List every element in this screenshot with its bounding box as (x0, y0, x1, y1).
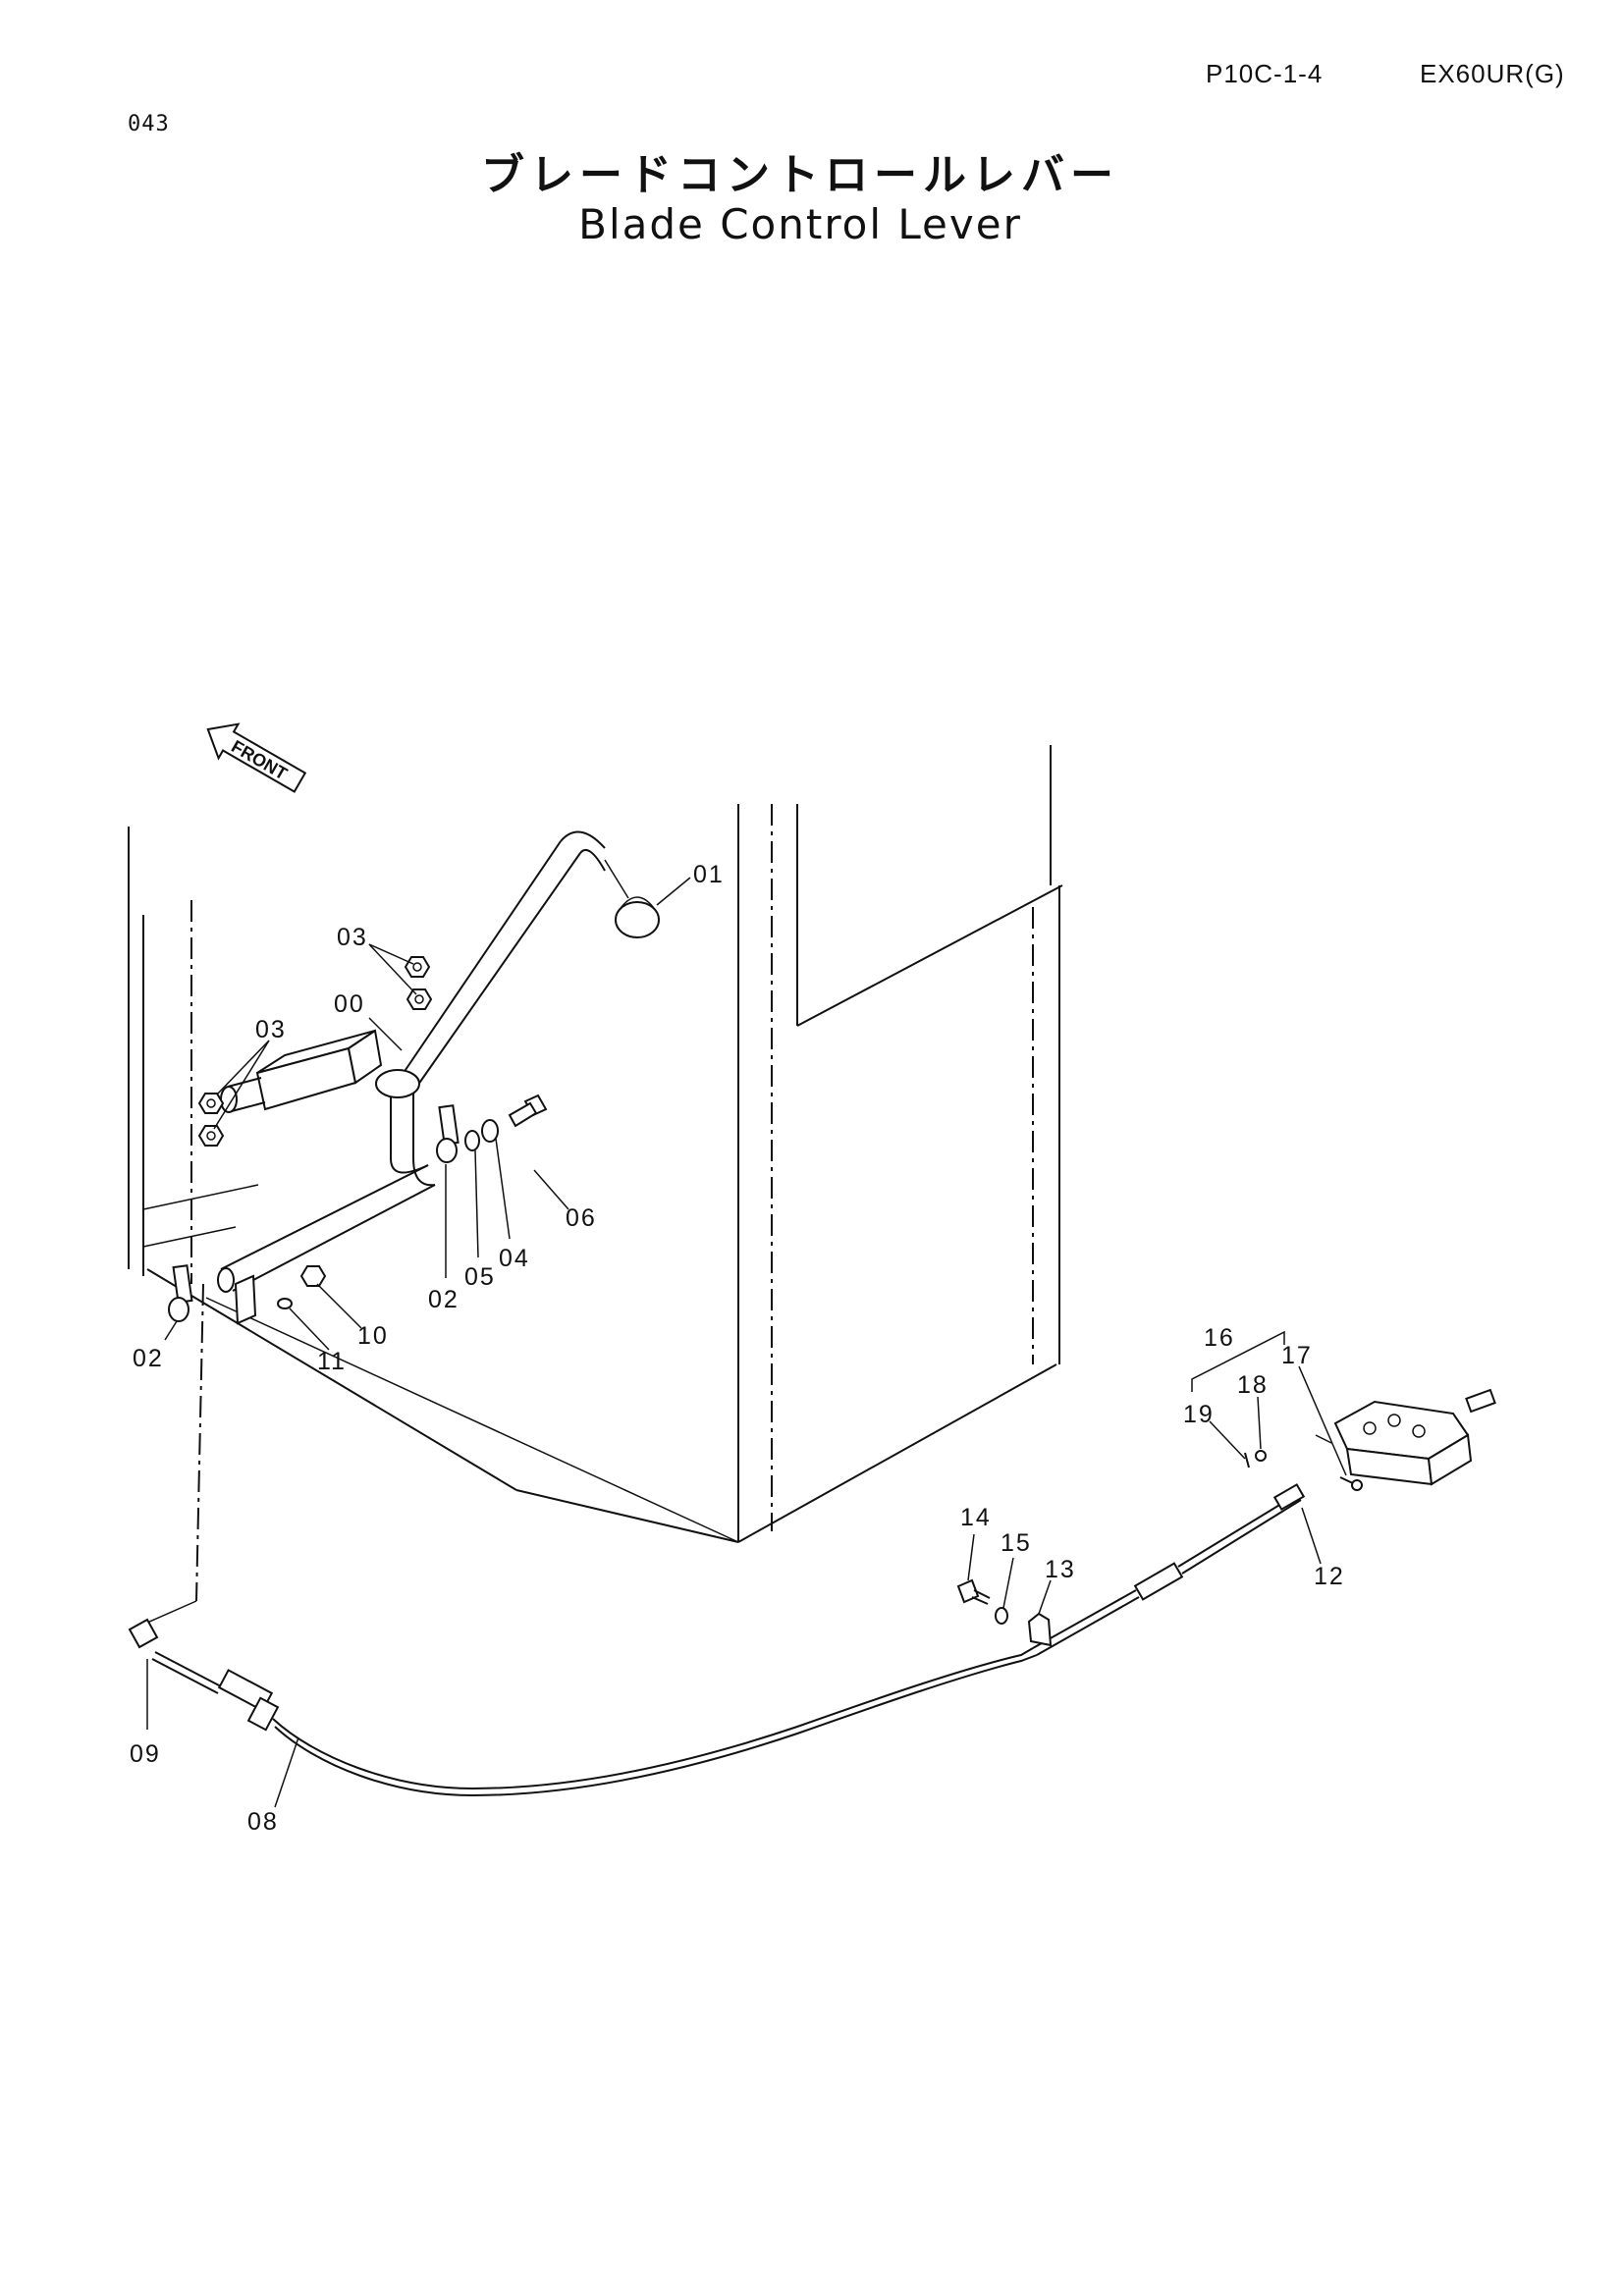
leader-lines (146, 877, 1347, 1808)
lever-rod (217, 830, 629, 1293)
title-japanese: ブレードコントロールレバー (481, 150, 1119, 200)
control-valve (1315, 1388, 1496, 1486)
callout-00: 00 (334, 990, 365, 1018)
drawing-code: P10C-1-4 (1206, 59, 1324, 88)
callout-13: 13 (1045, 1556, 1076, 1583)
callout-05: 05 (464, 1263, 496, 1291)
nut-icon (299, 1265, 327, 1287)
cotter-pin-icon (1244, 1452, 1250, 1468)
console-frame (128, 745, 1063, 1624)
callout-15: 15 (1001, 1529, 1032, 1557)
callout-08: 08 (247, 1808, 279, 1836)
callout-04: 04 (499, 1245, 530, 1272)
cable-end-fitting (128, 1618, 280, 1732)
callout-17: 17 (1281, 1342, 1313, 1369)
bolt-icon (508, 1094, 548, 1128)
nut-icon (197, 1093, 225, 1114)
bolt-icon (956, 1578, 991, 1605)
pivot-bracket (220, 1029, 383, 1325)
callout-03: 03 (337, 924, 368, 951)
title-english: Blade Control Lever (578, 200, 1022, 248)
front-arrow-icon: FRONT (206, 722, 307, 793)
nut-icon (404, 956, 431, 978)
callout-02: 02 (133, 1345, 164, 1372)
bolt-icon (1339, 1476, 1363, 1491)
callout-16: 16 (1204, 1324, 1235, 1352)
page-number: 043 (128, 112, 170, 136)
rod-end-icon (168, 1264, 193, 1322)
callout-06: 06 (566, 1204, 597, 1232)
washer-icon (464, 1130, 480, 1151)
callout-03: 03 (255, 1016, 287, 1043)
callout-02: 02 (428, 1286, 460, 1313)
callout-09: 09 (130, 1740, 161, 1768)
nut-icon (406, 988, 433, 1010)
callout-18: 18 (1237, 1371, 1269, 1399)
callout-01: 01 (693, 861, 725, 888)
callout-12: 12 (1314, 1563, 1345, 1590)
callout-14: 14 (960, 1504, 992, 1531)
nut-icon (197, 1125, 225, 1147)
lever-knob (615, 896, 660, 938)
washer-icon (1255, 1450, 1267, 1462)
machine-model: EX60UR(G) (1420, 59, 1565, 88)
washer-icon (277, 1298, 293, 1309)
control-cable (272, 1483, 1306, 1797)
cable-clamp (1027, 1612, 1053, 1647)
rod-end-icon (436, 1104, 460, 1163)
washer-icon (995, 1607, 1008, 1625)
washer-icon (481, 1119, 499, 1143)
callout-11: 11 (317, 1348, 347, 1375)
callout-19: 19 (1183, 1401, 1215, 1428)
callout-10: 10 (357, 1322, 389, 1350)
